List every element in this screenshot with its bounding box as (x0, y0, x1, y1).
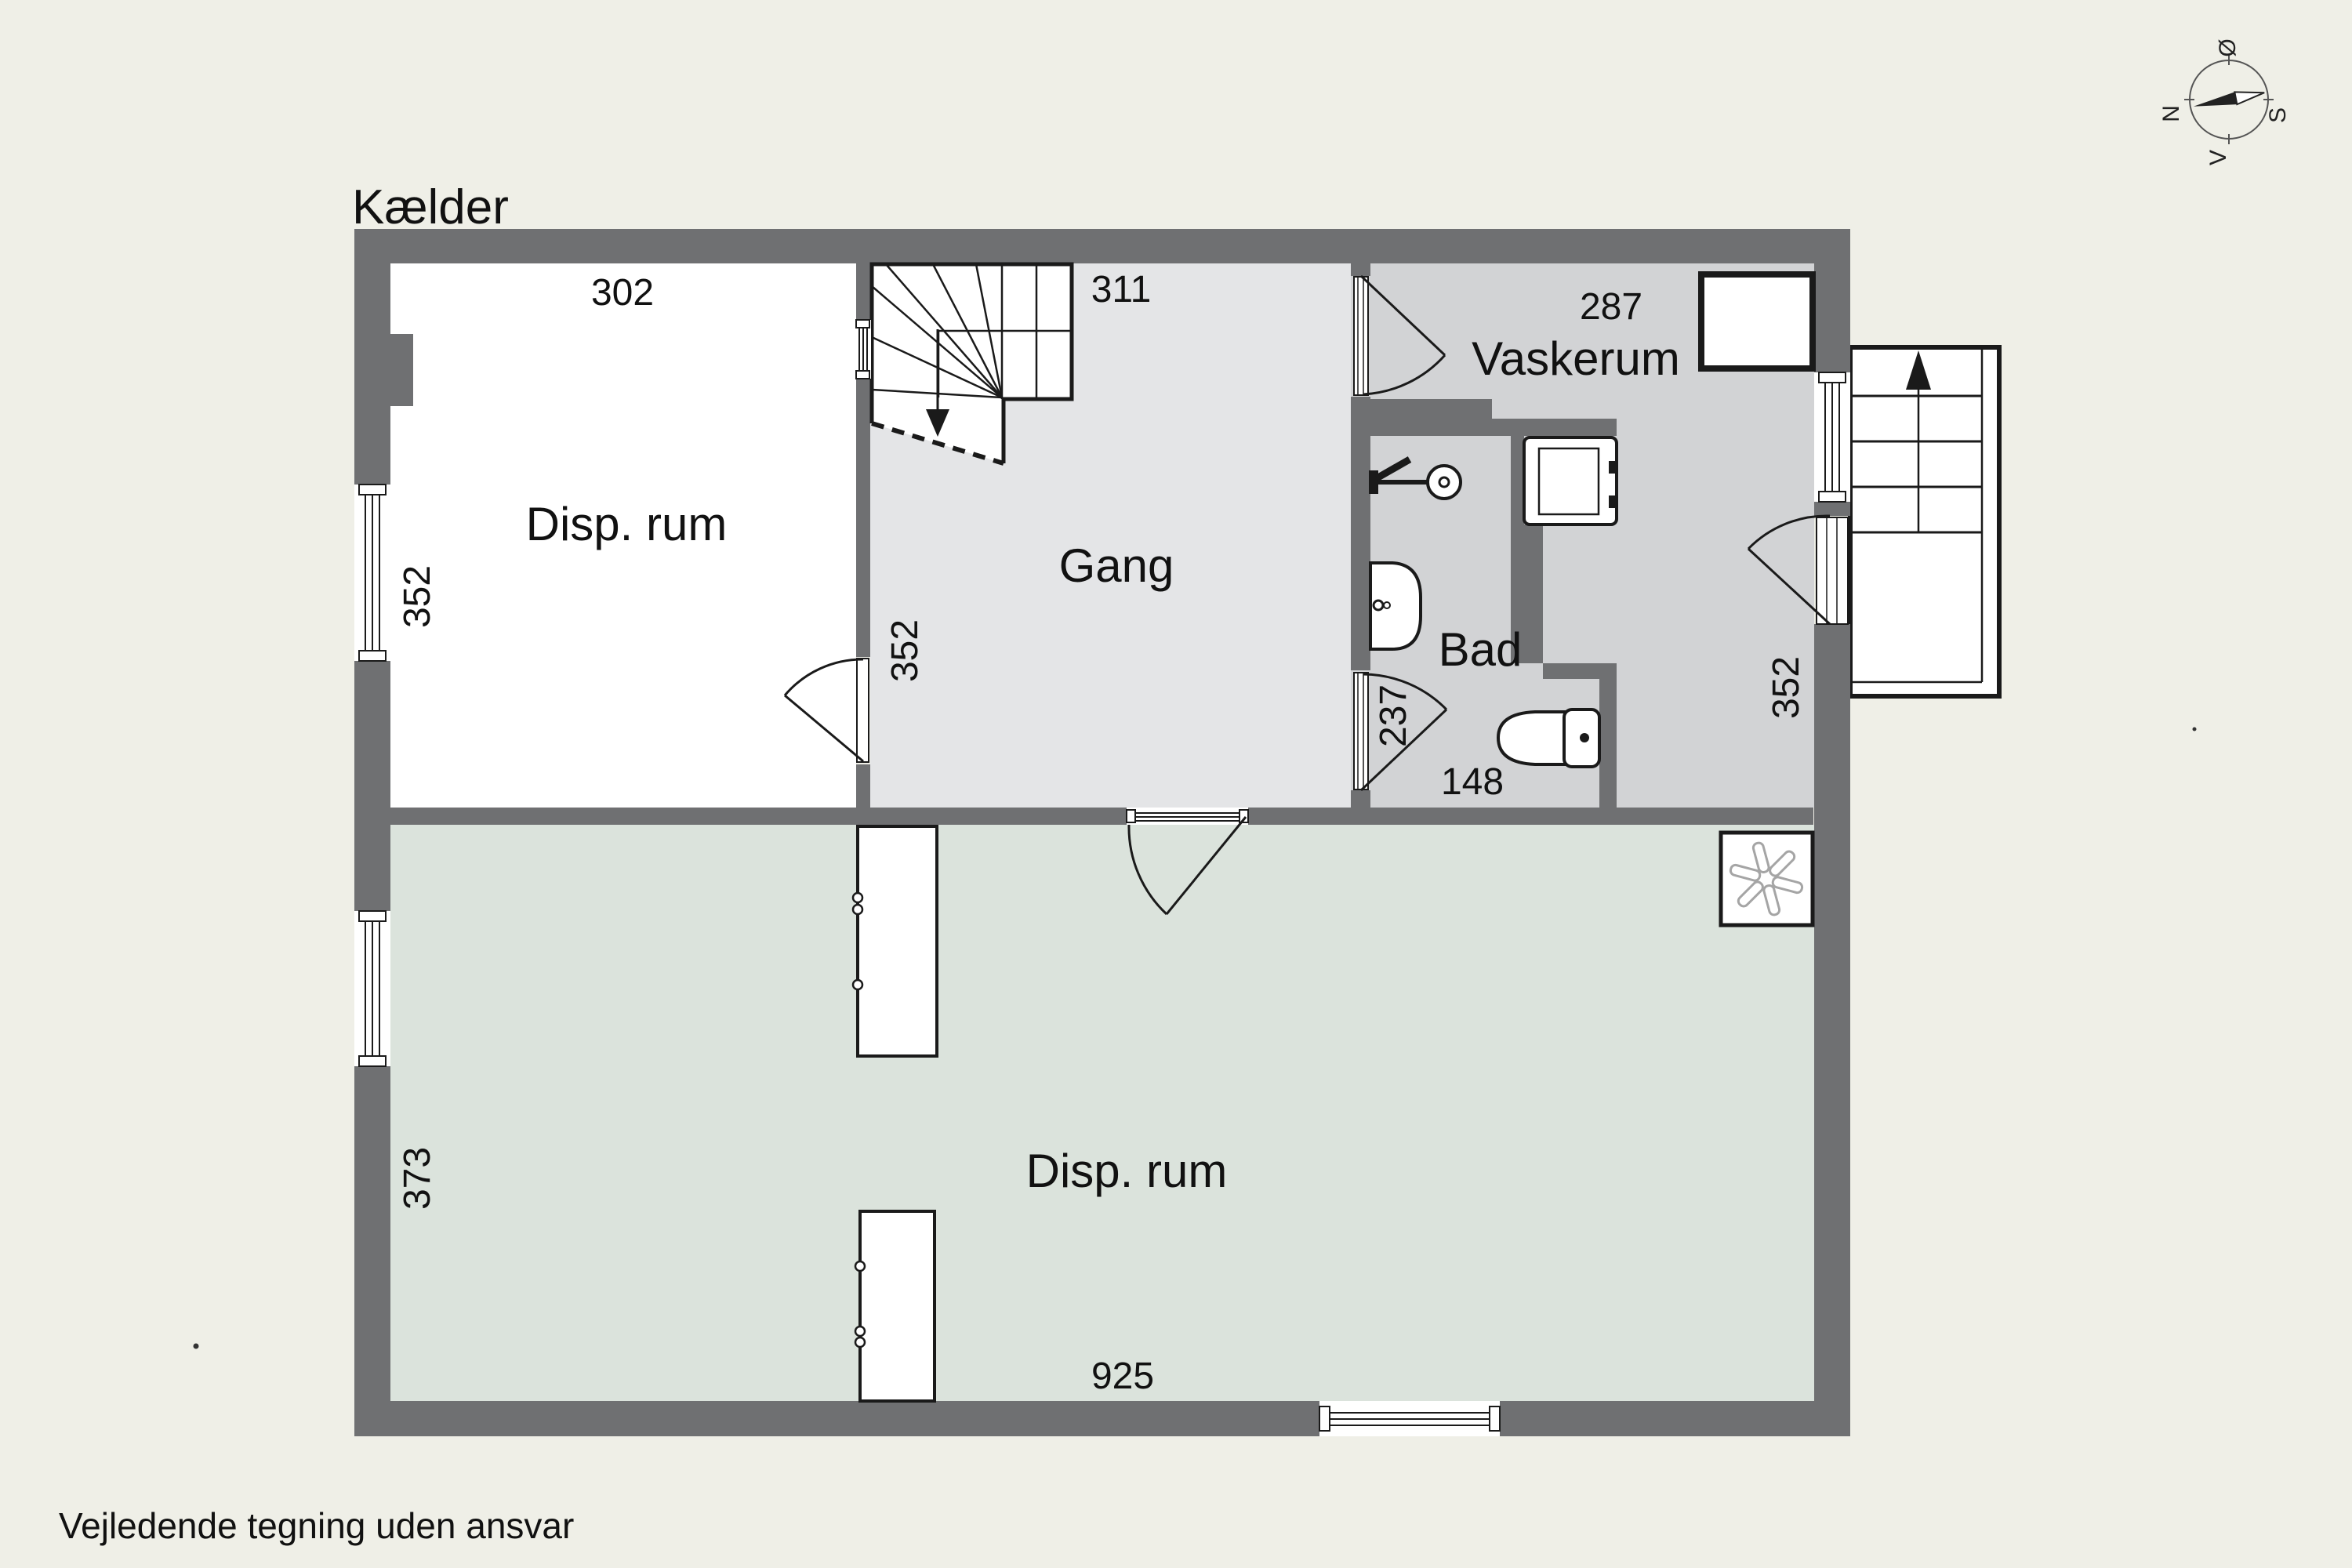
wall-below-washer (1511, 524, 1543, 663)
window-left-upper (354, 484, 390, 662)
fan-icon (1719, 830, 1815, 927)
door-disp-top (783, 658, 869, 763)
stairs-winder-icon (869, 262, 1074, 466)
fixtures (851, 271, 1816, 1403)
compass-rose-icon: Ø N S V (2158, 38, 2291, 165)
wall-outer-top (354, 229, 1850, 263)
wall-gang-bad-lower (1351, 790, 1370, 825)
disp-top-dim-w: 302 (591, 272, 654, 314)
disp-bottom-dim-h: 373 (397, 1147, 438, 1210)
wall-washer-left (1511, 436, 1524, 524)
disp-top-label: Disp. rum (526, 498, 728, 550)
wall-bad-top-right (1492, 419, 1617, 436)
wall-outer-right-lower (1814, 624, 1850, 1436)
door-gang-to-bad (1353, 672, 1448, 792)
disp-top-floor (390, 263, 856, 808)
wall-disp-gang-mid (856, 379, 870, 657)
compass-ticks (2184, 55, 2274, 144)
labels: Kælder Disp. rum 302 352 Gang 311 352 Va… (59, 180, 1807, 1546)
wall-outer-bottom-right (1500, 1401, 1850, 1436)
winder-stair-fan (931, 263, 1004, 398)
wall-bad-vask-connector (1543, 663, 1617, 679)
down-arrow-icon (926, 409, 949, 437)
up-arrow-icon (1906, 350, 1931, 390)
doors (783, 274, 1849, 916)
winder-stair-fan (885, 263, 1003, 398)
wall-gang-bad-upper (1351, 397, 1370, 670)
gang-dim-h: 352 (884, 619, 926, 682)
wall-outer-left-upper (354, 229, 390, 485)
wall-gang-vask-stub (1351, 263, 1370, 276)
wall-mid-left (390, 808, 1127, 825)
appliance-box-icon (1698, 271, 1816, 372)
wall-mid-right (1248, 808, 1813, 825)
wall-outer-left-lower (354, 1066, 390, 1436)
disp-top-dim-h: 352 (397, 565, 438, 628)
sink-icon (1369, 561, 1422, 651)
washing-machine-icon (1523, 436, 1618, 526)
bad-dim-h: 237 (1373, 684, 1414, 747)
wall-outer-bottom-left (354, 1401, 1319, 1436)
pillar-lower (854, 1210, 936, 1403)
exterior-stair-box (1848, 345, 2002, 699)
door-gang-to-vaskerum (1353, 274, 1446, 396)
compass-south-label: S (2265, 107, 2291, 123)
stairs-exterior (1848, 345, 2002, 699)
window-left-lower (354, 910, 390, 1067)
winder-stair-cut-line (871, 421, 1004, 466)
disp-bottom-floor (390, 825, 1814, 1401)
print-speck-right (2192, 727, 2197, 731)
window-right-vaskerum (1814, 372, 1850, 503)
window-stair-wall (855, 319, 871, 379)
wall-bad-top-left (1351, 399, 1492, 436)
door-gang-to-disp-bottom (1126, 808, 1249, 916)
shower-icon (1369, 456, 1462, 500)
gang-label: Gang (1059, 539, 1174, 592)
page-title: Kælder (352, 180, 509, 234)
toilet-icon (1496, 708, 1601, 768)
wall-outer-left-mid (354, 661, 390, 911)
pillar-upper (851, 825, 938, 1058)
door-vaskerum-exterior (1747, 514, 1849, 626)
disp-bottom-label: Disp. rum (1026, 1145, 1228, 1197)
gang-dim-w: 311 (1091, 269, 1152, 310)
bad-label: Bad (1439, 623, 1523, 676)
compass-needle (2193, 91, 2265, 107)
disclaimer-text: Vejledende tegning uden ansvar (59, 1505, 574, 1546)
compass-north-label: N (2158, 105, 2184, 122)
vaskerum-dim-w: 287 (1580, 286, 1642, 328)
compass-east-label: Ø (2215, 38, 2241, 56)
wall-outer-right-stub (1814, 502, 1850, 516)
walls (354, 229, 1850, 1436)
disp-bottom-dim-w: 925 (1091, 1356, 1154, 1397)
windows (354, 319, 1850, 1436)
vaskerum-label: Vaskerum (1472, 332, 1680, 385)
compass-west-label: V (2205, 150, 2231, 165)
wall-outer-right-upper (1814, 229, 1850, 372)
winder-stair-fan (975, 263, 1004, 398)
wall-disp-gang-lower (856, 764, 870, 808)
wall-disp-gang-upper (856, 263, 870, 320)
bad-dim-w: 148 (1441, 761, 1504, 803)
print-speck-left (193, 1343, 199, 1349)
vaskerum-dim-h: 352 (1766, 656, 1807, 719)
window-bottom (1319, 1401, 1501, 1436)
wall-bad-vask-lower (1599, 663, 1617, 825)
wall-pilaster (390, 334, 413, 406)
